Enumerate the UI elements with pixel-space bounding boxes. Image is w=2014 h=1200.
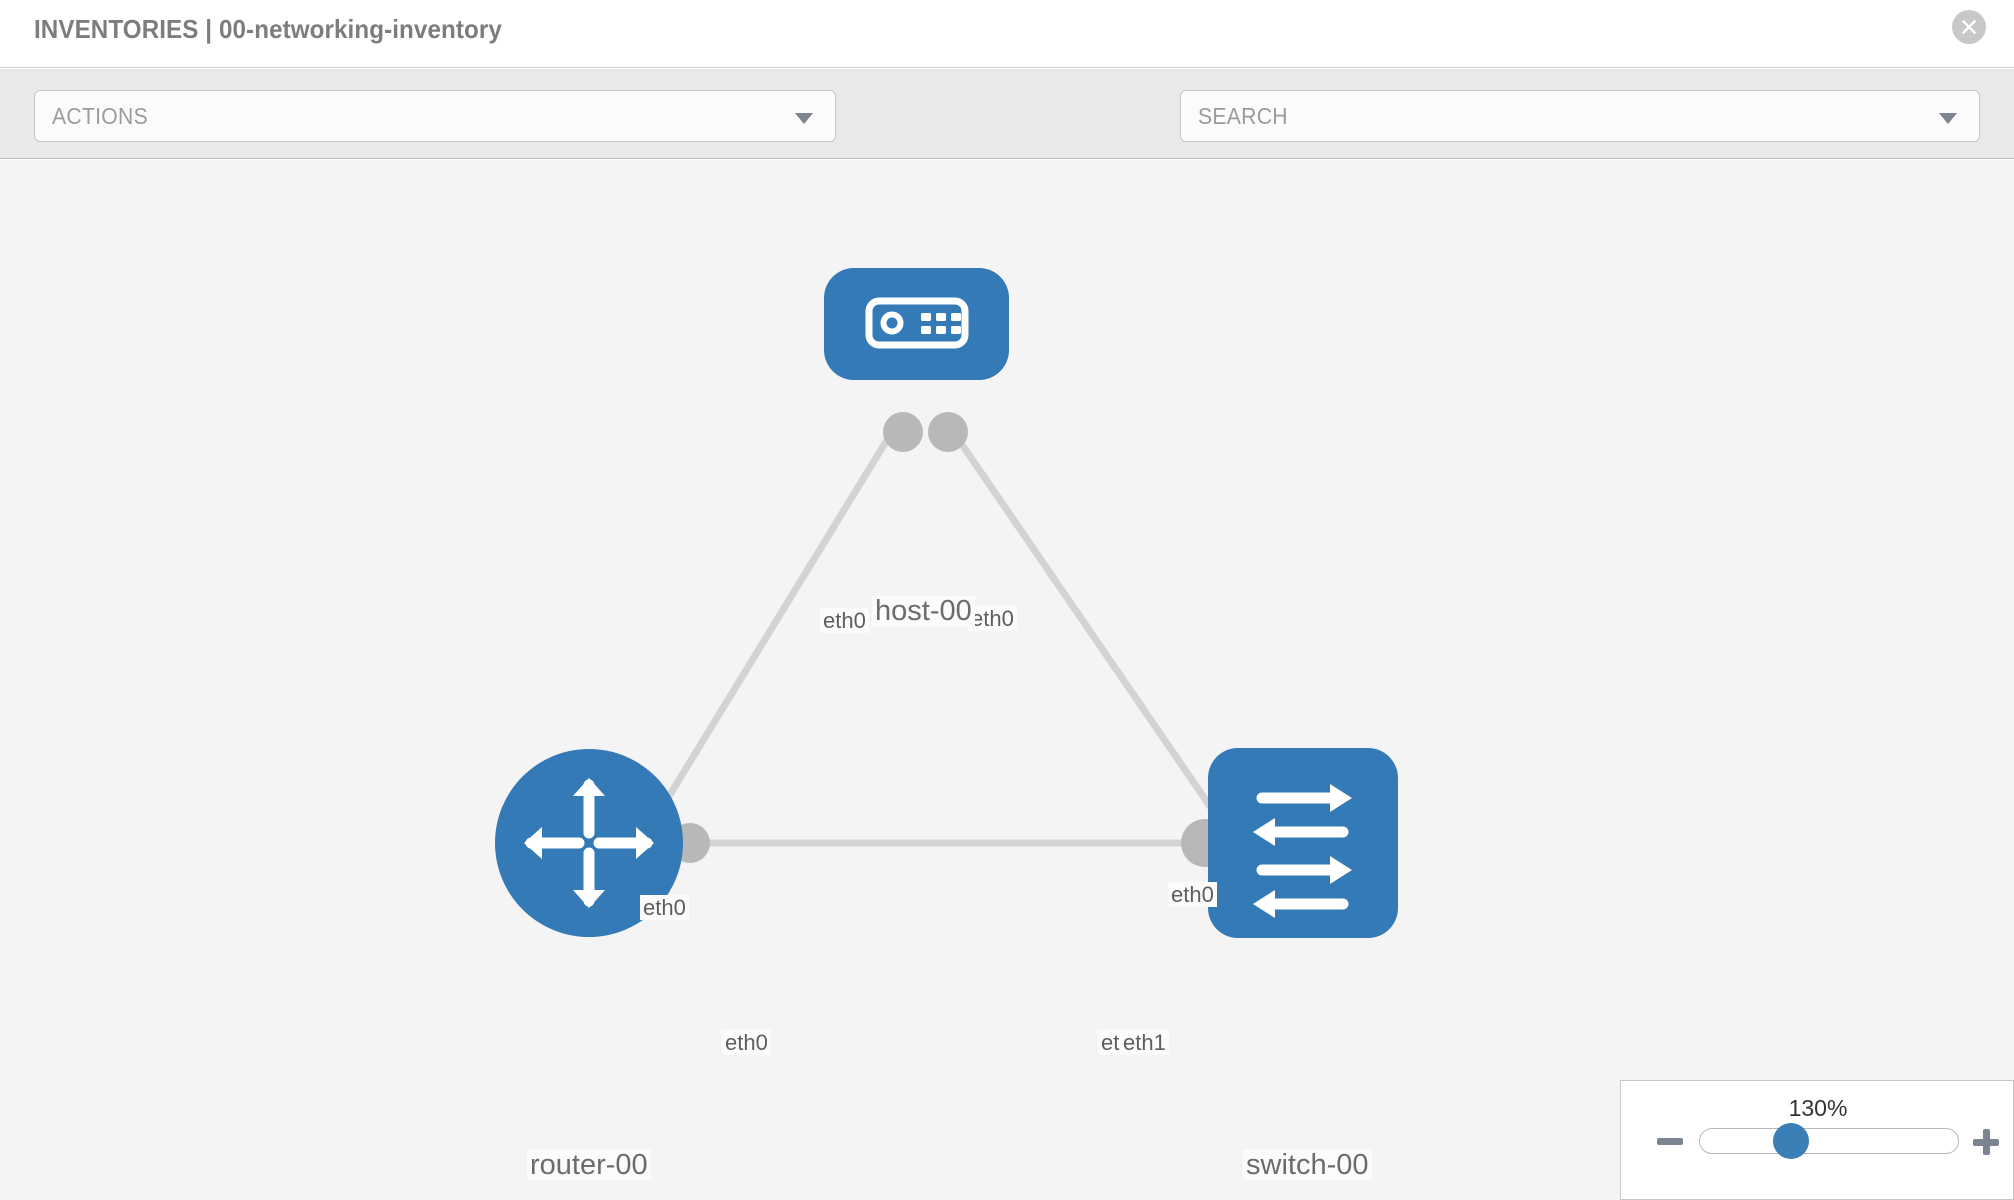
interface-label: eth0 [968,606,1017,632]
zoom-slider-thumb[interactable] [1773,1123,1809,1159]
actions-dropdown-label: ACTIONS [52,103,148,129]
interface-label: eth0 [640,895,689,921]
topology-canvas[interactable]: eth0 eth0 eth0 eth0 eth0 eth eth1 host-0… [0,160,2014,1200]
zoom-level-value: 130% [1788,1095,1848,1121]
connector-dots [670,412,1262,867]
node-host-00[interactable] [824,268,1009,380]
link-host-switch [949,428,1243,852]
node-label-router-00[interactable]: router-00 [527,1150,651,1180]
page-header: INVENTORIES | 00-networking-inventory [0,0,2014,68]
interface-label: eth0 [820,608,869,634]
page-title: INVENTORIES | 00-networking-inventory [34,14,502,44]
zoom-slider-track[interactable] [1699,1128,1959,1154]
node-switch-00[interactable] [1208,748,1398,938]
zoom-out-button[interactable] [1657,1138,1683,1145]
chevron-down-icon [1939,113,1957,124]
node-label-switch-00[interactable]: switch-00 [1243,1150,1372,1180]
node-label-host-00[interactable]: host-00 [872,596,975,626]
search-input[interactable]: SEARCH [1180,90,1980,142]
zoom-in-button[interactable] [1973,1129,1999,1155]
chevron-down-icon [795,113,813,124]
node-router-00[interactable] [495,749,683,937]
topology-graph [495,268,1398,938]
interface-label: eth0 [1168,882,1217,908]
toolbar: ACTIONS SEARCH [0,69,2014,197]
interface-label: eth0 [722,1030,771,1056]
search-placeholder: SEARCH [1198,103,1288,129]
close-icon[interactable] [1952,10,1986,44]
interface-label: eth1 [1120,1030,1169,1056]
actions-dropdown[interactable]: ACTIONS [34,90,836,142]
zoom-control: 130% [1620,1080,2014,1200]
link-host-router [627,428,896,862]
